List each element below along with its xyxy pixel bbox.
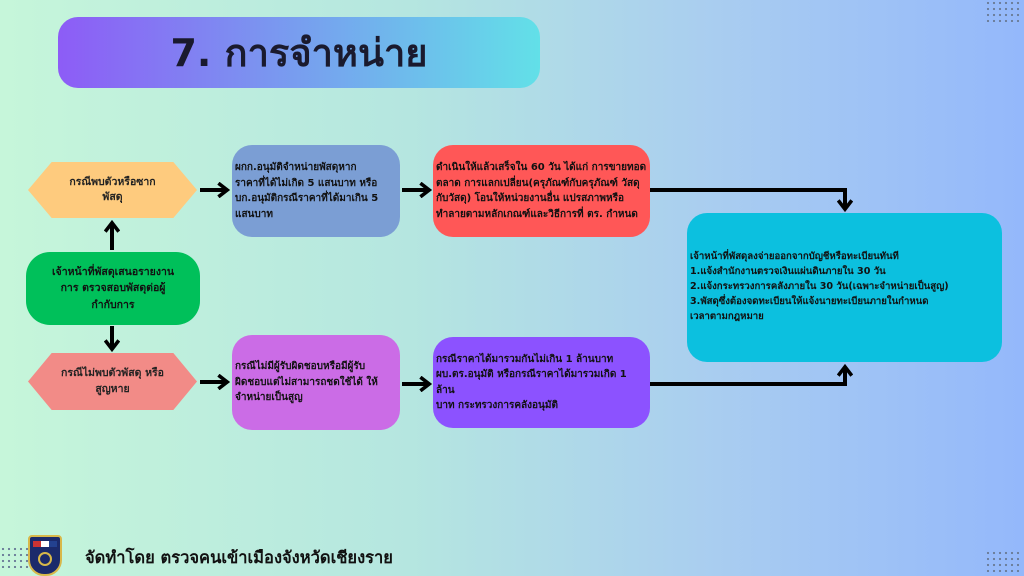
- dot-pattern: [0, 546, 36, 568]
- node-not-found: กรณีไม่พบตัวพัสดุ หรือสูญหาย: [28, 353, 197, 410]
- node-no-liable: กรณีไม่มีผู้รับผิดชอบหรือมีผู้รับ ผิดชอบ…: [232, 335, 400, 430]
- node-final: เจ้าหน้าที่พัสดุลงจ่ายออกจากบัญชีหรือทะเ…: [687, 213, 1002, 362]
- page-title: 7. การจำหน่าย: [58, 17, 540, 88]
- node-approve: ผกก.อนุมัติจำหน่ายพัสดุหาก ราคาที่ได้ไม่…: [232, 145, 400, 237]
- dot-pattern: [985, 550, 1021, 572]
- footer-credit: จัดทำโดย ตรวจคนเข้าเมืองจังหวัดเชียงราย: [85, 548, 393, 567]
- node-price: กรณีราคาได้มารวมกันไม่เกิน 1 ล้านบาท ผบ.…: [433, 337, 650, 428]
- node-report: เจ้าหน้าที่พัสดุเสนอรายงานการ ตรวจสอบพัส…: [26, 252, 200, 325]
- node-complete: ดำเนินให้แล้วเสร็จใน 60 วัน ได้แก่ การขา…: [433, 145, 650, 237]
- arrow-complete-final: [650, 188, 845, 208]
- arrow-price-final: [650, 368, 845, 386]
- dot-pattern: [985, 0, 1021, 22]
- immigration-logo: [28, 535, 62, 576]
- node-found: กรณีพบตัวหรือซาก พัสดุ: [28, 162, 197, 218]
